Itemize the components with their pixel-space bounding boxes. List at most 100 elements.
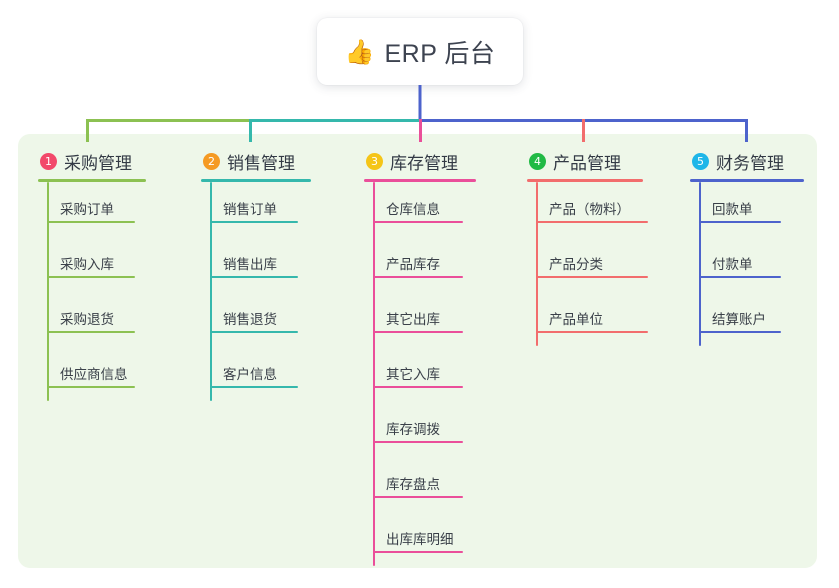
leaf-item[interactable]: 产品库存: [364, 237, 476, 292]
leaf-underline: [536, 221, 648, 223]
leaf-item[interactable]: 其它出库: [364, 292, 476, 347]
leaf-item[interactable]: 库存调拨: [364, 402, 476, 457]
leaf-underline: [47, 221, 135, 223]
leaf-underline: [210, 331, 298, 333]
branch-underline-4: [527, 179, 643, 182]
branch-label-4: 产品管理: [553, 153, 621, 173]
leaf-underline: [47, 386, 135, 388]
branch-spine-2: [210, 182, 212, 401]
leaf-label: 销售出库: [223, 257, 277, 272]
branch-badge-1: 1: [40, 152, 57, 170]
leaf-label: 采购订单: [60, 202, 114, 217]
leaf-underline: [210, 221, 298, 223]
leaf-label: 产品分类: [549, 257, 603, 272]
branch-underline-2: [201, 179, 311, 182]
leaf-item[interactable]: 付款单: [690, 237, 804, 292]
leaf-item[interactable]: 其它入库: [364, 347, 476, 402]
thumbs-up-icon: 👍: [344, 37, 375, 66]
leaf-underline: [47, 276, 135, 278]
leaf-label: 其它入库: [386, 367, 440, 382]
leaf-item[interactable]: 采购入库: [38, 237, 148, 292]
leaf-item[interactable]: 出库库明细: [364, 512, 476, 567]
leaf-item[interactable]: 销售订单: [201, 182, 311, 237]
leaf-label: 采购入库: [60, 257, 114, 272]
branch-spine-4: [536, 182, 538, 346]
branch-underline-3: [364, 179, 476, 182]
branch-items-5: 回款单付款单结算账户: [690, 182, 804, 347]
leaf-label: 库存盘点: [386, 477, 440, 492]
branch-spine-5: [699, 182, 701, 346]
leaf-underline: [536, 331, 648, 333]
branch-spine-1: [47, 182, 49, 401]
branch-column-5: 5 财务管理回款单付款单结算账户: [690, 148, 804, 347]
leaf-underline: [210, 276, 298, 278]
branch-badge-2: 2: [203, 152, 220, 170]
branch-label-3: 库存管理: [390, 153, 458, 173]
leaf-label: 其它出库: [386, 312, 440, 327]
leaf-label: 供应商信息: [60, 367, 128, 382]
leaf-item[interactable]: 产品（物料）: [527, 182, 648, 237]
leaf-item[interactable]: 回款单: [690, 182, 804, 237]
leaf-label: 产品（物料）: [549, 202, 630, 217]
leaf-item[interactable]: 仓库信息: [364, 182, 476, 237]
leaf-item[interactable]: 采购订单: [38, 182, 148, 237]
branch-header-4[interactable]: 4 产品管理: [527, 148, 643, 174]
leaf-label: 销售订单: [223, 202, 277, 217]
leaf-underline: [373, 331, 463, 333]
leaf-label: 回款单: [712, 202, 753, 217]
leaf-underline: [373, 276, 463, 278]
branch-label-5: 财务管理: [716, 153, 784, 173]
leaf-underline: [699, 331, 781, 333]
leaf-underline: [210, 386, 298, 388]
branch-items-3: 仓库信息产品库存其它出库其它入库库存调拨库存盘点出库库明细: [364, 182, 476, 567]
branch-items-1: 采购订单采购入库采购退货供应商信息: [38, 182, 148, 402]
leaf-label: 客户信息: [223, 367, 277, 382]
branch-items-2: 销售订单销售出库销售退货客户信息: [201, 182, 311, 402]
leaf-label: 产品库存: [386, 257, 440, 272]
branch-header-1[interactable]: 1 采购管理: [38, 148, 148, 174]
leaf-item[interactable]: 库存盘点: [364, 457, 476, 512]
leaf-item[interactable]: 采购退货: [38, 292, 148, 347]
leaf-underline: [373, 386, 463, 388]
branch-badge-5: 5: [692, 152, 709, 170]
leaf-item[interactable]: 销售退货: [201, 292, 311, 347]
leaf-underline: [373, 551, 463, 553]
branch-underline-5: [690, 179, 804, 182]
root-node-content: 👍 ERP 后台: [345, 34, 496, 70]
leaf-underline: [373, 221, 463, 223]
leaf-label: 采购退货: [60, 312, 114, 327]
leaf-label: 付款单: [712, 257, 753, 272]
branch-items-4: 产品（物料） 产品分类产品单位: [527, 182, 648, 347]
branch-header-5[interactable]: 5 财务管理: [690, 148, 804, 174]
leaf-underline: [536, 276, 648, 278]
branch-header-2[interactable]: 2 销售管理: [201, 148, 311, 174]
leaf-item[interactable]: 客户信息: [201, 347, 311, 402]
branch-label-1: 采购管理: [64, 153, 132, 173]
leaf-label: 库存调拨: [386, 422, 440, 437]
leaf-item[interactable]: 销售出库: [201, 237, 311, 292]
leaf-underline: [699, 221, 781, 223]
leaf-item[interactable]: 产品分类: [527, 237, 648, 292]
branch-label-2: 销售管理: [227, 153, 295, 173]
branch-column-2: 2 销售管理销售订单销售出库销售退货客户信息: [201, 148, 311, 402]
leaf-label: 销售退货: [223, 312, 277, 327]
leaf-label: 出库库明细: [386, 532, 454, 547]
leaf-underline: [699, 276, 781, 278]
leaf-label: 产品单位: [549, 312, 603, 327]
leaf-item[interactable]: 供应商信息: [38, 347, 148, 402]
root-title: ERP 后台: [384, 39, 496, 68]
branch-badge-4: 4: [529, 152, 546, 170]
root-node[interactable]: 👍 ERP 后台: [317, 18, 523, 85]
leaf-item[interactable]: 产品单位: [527, 292, 648, 347]
leaf-underline: [373, 441, 463, 443]
leaf-label: 结算账户: [712, 312, 766, 327]
leaf-item[interactable]: 结算账户: [690, 292, 804, 347]
branches-panel: [18, 134, 817, 568]
branch-column-4: 4 产品管理产品（物料） 产品分类产品单位: [527, 148, 648, 347]
branch-column-1: 1 采购管理采购订单采购入库采购退货供应商信息: [38, 148, 148, 402]
branch-spine-3: [373, 182, 375, 566]
leaf-label: 仓库信息: [386, 202, 440, 217]
